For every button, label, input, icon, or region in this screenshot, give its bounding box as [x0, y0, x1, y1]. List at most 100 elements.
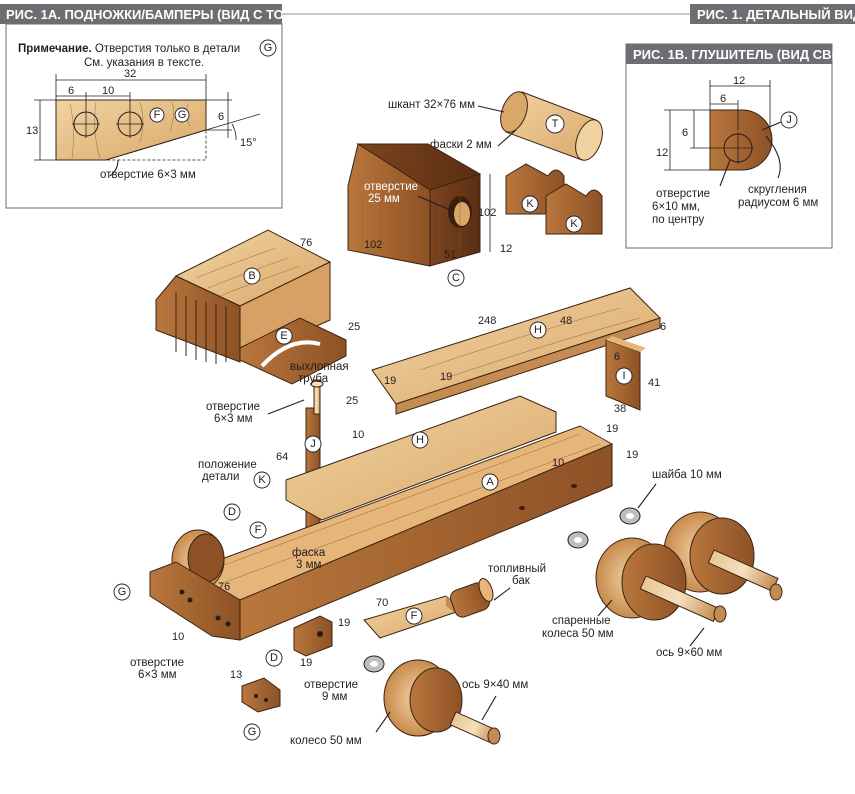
front-assembly: G D F 10 отверстие 6×3 мм	[113, 503, 267, 681]
dim-51: 51	[444, 249, 456, 261]
svg-text:K: K	[526, 198, 534, 210]
dim-64: 64	[276, 451, 288, 463]
dim-38: 38	[614, 403, 626, 415]
dim-102b: 102	[478, 207, 496, 219]
svg-text:F: F	[154, 109, 161, 121]
label-partpos: положение детали	[198, 459, 260, 483]
dim-13: 13	[26, 125, 38, 137]
dim-10b: 10	[552, 457, 564, 469]
single-wheel: ось 9×40 мм колесо 50 мм	[290, 659, 528, 747]
dim-102a: 102	[364, 239, 382, 251]
svg-text:G: G	[178, 109, 187, 121]
part-i: I 6 41 38	[605, 336, 660, 415]
label-chamfer3: фаска 3 мм	[292, 547, 329, 571]
label-chamfer2: фаски 2 мм	[430, 139, 492, 151]
chassis: H A 19 19 10 фаска 3 мм 76	[174, 395, 638, 641]
svg-text:J: J	[786, 114, 792, 126]
dim-70: 70	[376, 597, 388, 609]
svg-text:A: A	[486, 476, 494, 488]
dim-248: 248	[478, 315, 496, 327]
dim-12: 12	[500, 243, 512, 255]
exhaust-j: J выхлопная труба отверстие 6×3 мм 64 по…	[198, 361, 352, 529]
label-washer: шайба 10 мм	[652, 469, 722, 481]
svg-text:G: G	[248, 726, 257, 738]
fig1a-hole-label: отверстие 6×3 мм	[100, 169, 196, 181]
fig1-title: РИС. 1. ДЕТАЛЬНЫЙ ВИД	[697, 7, 855, 22]
svg-text:E: E	[280, 330, 287, 342]
fig1b-round-label: скругления радиусом 6 мм	[738, 184, 818, 209]
dim-13b: 13	[230, 669, 242, 681]
note-part-tag: G	[264, 42, 273, 54]
svg-text:G: G	[118, 586, 127, 598]
label-wheel: колесо 50 мм	[290, 735, 362, 747]
fuel-tank-f: F 70 топливный бак	[363, 563, 549, 639]
dim-41: 41	[648, 377, 660, 389]
fig1b-panel: РИС. 1B. ГЛУШИТЕЛЬ (ВИД СВЕРХУ) J 12 6 6…	[625, 43, 855, 249]
fig1a-note: Примечание. Отверстия только в детали	[18, 43, 240, 55]
svg-text:B: B	[248, 270, 255, 282]
svg-text:K: K	[258, 474, 266, 486]
dim-b12a: 12	[733, 75, 745, 87]
label-hole9: отверстие 9 мм	[304, 679, 361, 703]
fig1a-panel: Примечание. Отверстия только в детали G …	[5, 23, 283, 209]
dim-19f: 19	[300, 657, 312, 669]
dim-10c: 10	[172, 631, 184, 643]
twin-wheels: спаренные колеса 50 мм ось 9×60 мм	[542, 511, 783, 659]
dim-10: 10	[102, 85, 114, 97]
dim-19a: 19	[384, 375, 396, 387]
label-exhaust: выхлопная труба	[290, 361, 352, 385]
plank-h-top: H 248 48 6 19 19 25 10	[346, 287, 666, 441]
dim-10a: 10	[352, 429, 364, 441]
label-dowel: шкант 32×76 мм	[388, 99, 475, 111]
svg-text:H: H	[534, 324, 542, 336]
dim-b6b: 6	[682, 127, 688, 139]
dim-19d: 19	[626, 449, 638, 461]
label-axle40: ось 9×40 мм	[462, 679, 528, 691]
dim-25a: 25	[348, 321, 360, 333]
fig1b-hole-label: отверстие 6×10 мм, по центру	[652, 188, 713, 226]
fig1a-title: РИС. 1А. ПОДНОЖКИ/БАМПЕРЫ (ВИД С ТОРЦА)	[6, 7, 316, 22]
dim-32: 32	[124, 68, 136, 80]
fig1b-title: РИС. 1B. ГЛУШИТЕЛЬ (ВИД СВЕРХУ)	[633, 47, 855, 62]
svg-text:F: F	[255, 524, 262, 536]
fig1-header: РИС. 1. ДЕТАЛЬНЫЙ ВИД	[690, 4, 855, 24]
dim-6i: 6	[614, 351, 620, 363]
dim-6a: 6	[68, 85, 74, 97]
fig1a-header: РИС. 1А. ПОДНОЖКИ/БАМПЕРЫ (ВИД С ТОРЦА)	[0, 4, 316, 24]
dim-b12b: 12	[656, 147, 668, 159]
dim-19b: 19	[440, 371, 452, 383]
dim-19c: 19	[606, 423, 618, 435]
label-twin: спаренные колеса 50 мм	[542, 615, 614, 640]
dim-15deg: 15°	[240, 137, 257, 149]
dim-6b: 6	[218, 111, 224, 123]
part-d-small: D 19 19 отверстие 9 мм	[265, 615, 361, 703]
svg-text:D: D	[228, 506, 236, 518]
label-tank: топливный бак	[488, 563, 549, 587]
dim-6: 6	[660, 321, 666, 333]
svg-text:T: T	[552, 118, 559, 130]
label-axle60: ось 9×60 мм	[656, 647, 722, 659]
dowel-t: T шкант 32×76 мм фаски 2 мм	[388, 91, 603, 161]
cab-c: C отверстие 25 мм 102 102 51	[347, 143, 496, 287]
part-g-small: G 13	[230, 669, 281, 741]
dim-b6a: 6	[720, 93, 726, 105]
svg-text:F: F	[411, 610, 418, 622]
hood-b: B 76	[155, 229, 332, 364]
svg-text:K: K	[570, 218, 578, 230]
washers: шайба 10 мм	[363, 469, 722, 673]
label-hole25: отверстие 25 мм	[364, 181, 421, 205]
dim-76a: 76	[300, 237, 312, 249]
label-hole63b: отверстие 6×3 мм	[130, 657, 187, 681]
part-e: E 25	[239, 317, 360, 385]
dim-25b: 25	[346, 395, 358, 407]
svg-text:C: C	[452, 272, 460, 284]
parts-k: K K 12	[500, 163, 603, 255]
svg-text:I: I	[622, 370, 625, 382]
label-hole63a: отверстие 6×3 мм	[206, 401, 263, 425]
dim-19e: 19	[338, 617, 350, 629]
svg-text:H: H	[416, 434, 424, 446]
svg-text:J: J	[310, 438, 316, 450]
fig1a-note-line2: См. указания в тексте.	[84, 57, 204, 69]
dim-48: 48	[560, 315, 572, 327]
